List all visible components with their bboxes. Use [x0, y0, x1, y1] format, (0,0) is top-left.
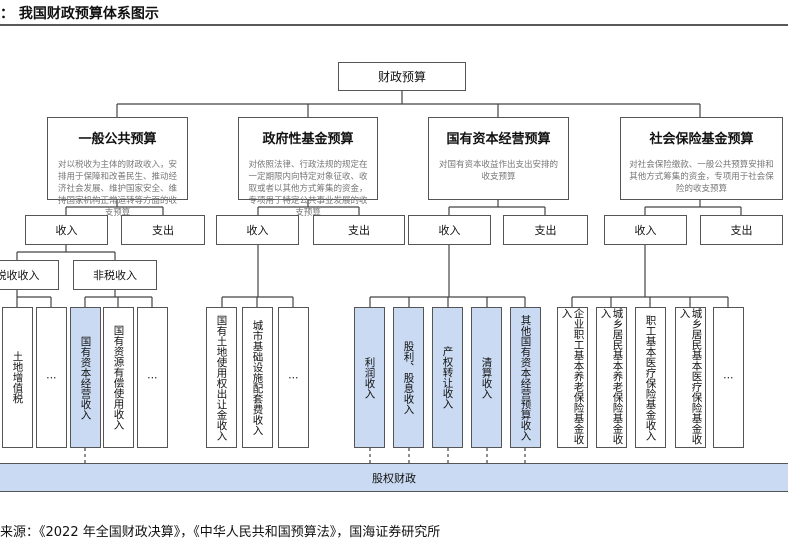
leaf-node: 产权转让收入: [432, 307, 463, 448]
figure-title: ： 我国财政预算体系图示: [0, 6, 159, 22]
leaf-label: 城市基础设施配套费收入: [251, 319, 264, 436]
leaf-node: 国有资本经营收入: [70, 307, 101, 448]
leaf-node: ⋯: [137, 307, 168, 448]
nontax-income-node: 非税收入: [73, 260, 157, 290]
leaf-label: 国有土地使用权出让金收入: [215, 314, 228, 441]
leaf-label: 股利、股息收入: [402, 340, 415, 415]
leaf-label: ⋯: [146, 371, 159, 384]
expense-node: 支出: [503, 215, 588, 245]
leaf-label: 产权转让收入: [441, 346, 454, 409]
budget-title: 政府性基金预算: [262, 132, 354, 147]
budget-social-insurance: 社会保险基金预算 对社会保险缴款、一般公共预算安排和其他方式筹集的资金，专项用于…: [620, 117, 783, 200]
income-node: 收入: [604, 215, 687, 245]
leaf-node: ⋯: [713, 307, 744, 448]
leaf-label: 城乡居民基本医疗保险基金收入: [678, 308, 703, 445]
leaf-node: 清算收入: [471, 307, 502, 448]
income-node: 收入: [25, 215, 108, 245]
budget-desc: 对国有资本收益作出支出安排的收支预算: [438, 160, 558, 182]
tax-income-node: 税收收入: [0, 260, 59, 290]
leaf-label: 国有资源有偿使用收入: [112, 325, 125, 430]
budget-general-public: 一般公共预算 对以税收为主体的财政收入，安排用于保障和改善民生、推动经济社会发展…: [47, 117, 188, 218]
budget-title: 一般公共预算: [78, 132, 157, 147]
leaf-label: 职工基本医疗保险基金收入: [644, 314, 657, 441]
expense-node: 支出: [313, 215, 405, 245]
leaf-node: 其他国有资本经营预算收入: [510, 307, 541, 448]
leaf-node: 职工基本医疗保险基金收入: [635, 307, 666, 448]
leaf-node: 城市基础设施配套费收入: [242, 307, 273, 448]
source-note: 来源：《2022 年全国财政决算》，《中华人民共和国预算法》，国海证券研究所: [0, 525, 441, 540]
budget-state-capital: 国有资本经营预算 对国有资本收益作出支出安排的收支预算: [428, 117, 569, 200]
income-node: 收入: [408, 215, 491, 245]
leaf-node: 土地增值税: [2, 307, 33, 448]
leaf-label: 国有资本经营收入: [79, 335, 92, 420]
leaf-node: ⋯: [36, 307, 67, 448]
leaf-label: ⋯: [722, 371, 735, 384]
leaf-node: 城乡居民基本医疗保险基金收入: [675, 307, 706, 448]
leaf-label: 土地增值税: [11, 351, 24, 404]
leaf-label: 其他国有资本经营预算收入: [519, 314, 532, 441]
leaf-node: 国有资源有偿使用收入: [103, 307, 134, 448]
leaf-label: 利润收入: [363, 356, 376, 399]
leaf-node: 城乡居民基本养老保险基金收入: [596, 307, 627, 448]
budget-government-fund: 政府性基金预算 对依照法律、行政法规的规定在一定期限内向特定对象征收、收取或者以…: [238, 117, 378, 218]
leaf-label: 企业职工基本养老保险基金收入: [560, 308, 585, 445]
leaf-label: 城乡居民基本养老保险基金收入: [599, 308, 624, 445]
budget-desc: 对社会保险缴款、一般公共预算安排和其他方式筹集的资金，专项用于社会保险的收支预算: [629, 160, 774, 194]
budget-desc: 对依照法律、行政法规的规定在一定期限内向特定对象征收、收取或者以其他方式筹集的资…: [248, 160, 368, 218]
leaf-node: 国有土地使用权出让金收入: [206, 307, 237, 448]
expense-node: 支出: [121, 215, 205, 245]
budget-title: 国有资本经营预算: [446, 132, 551, 147]
expense-node: 支出: [700, 215, 783, 245]
leaf-node: 股利、股息收入: [393, 307, 424, 448]
root-node: 财政预算: [338, 62, 466, 91]
income-node: 收入: [216, 215, 299, 245]
budget-title: 社会保险基金预算: [649, 132, 754, 147]
leaf-label: ⋯: [287, 371, 300, 384]
equity-finance-bar: 股权财政: [0, 463, 788, 492]
leaf-label: ⋯: [45, 371, 58, 384]
leaf-label: 清算收入: [480, 356, 493, 399]
budget-desc: 对以税收为主体的财政收入，安排用于保障和改善民生、推动经济社会发展、维护国家安全…: [57, 160, 177, 218]
leaf-node: 企业职工基本养老保险基金收入: [557, 307, 588, 448]
leaf-node: 利润收入: [354, 307, 385, 448]
leaf-node: ⋯: [278, 307, 309, 448]
